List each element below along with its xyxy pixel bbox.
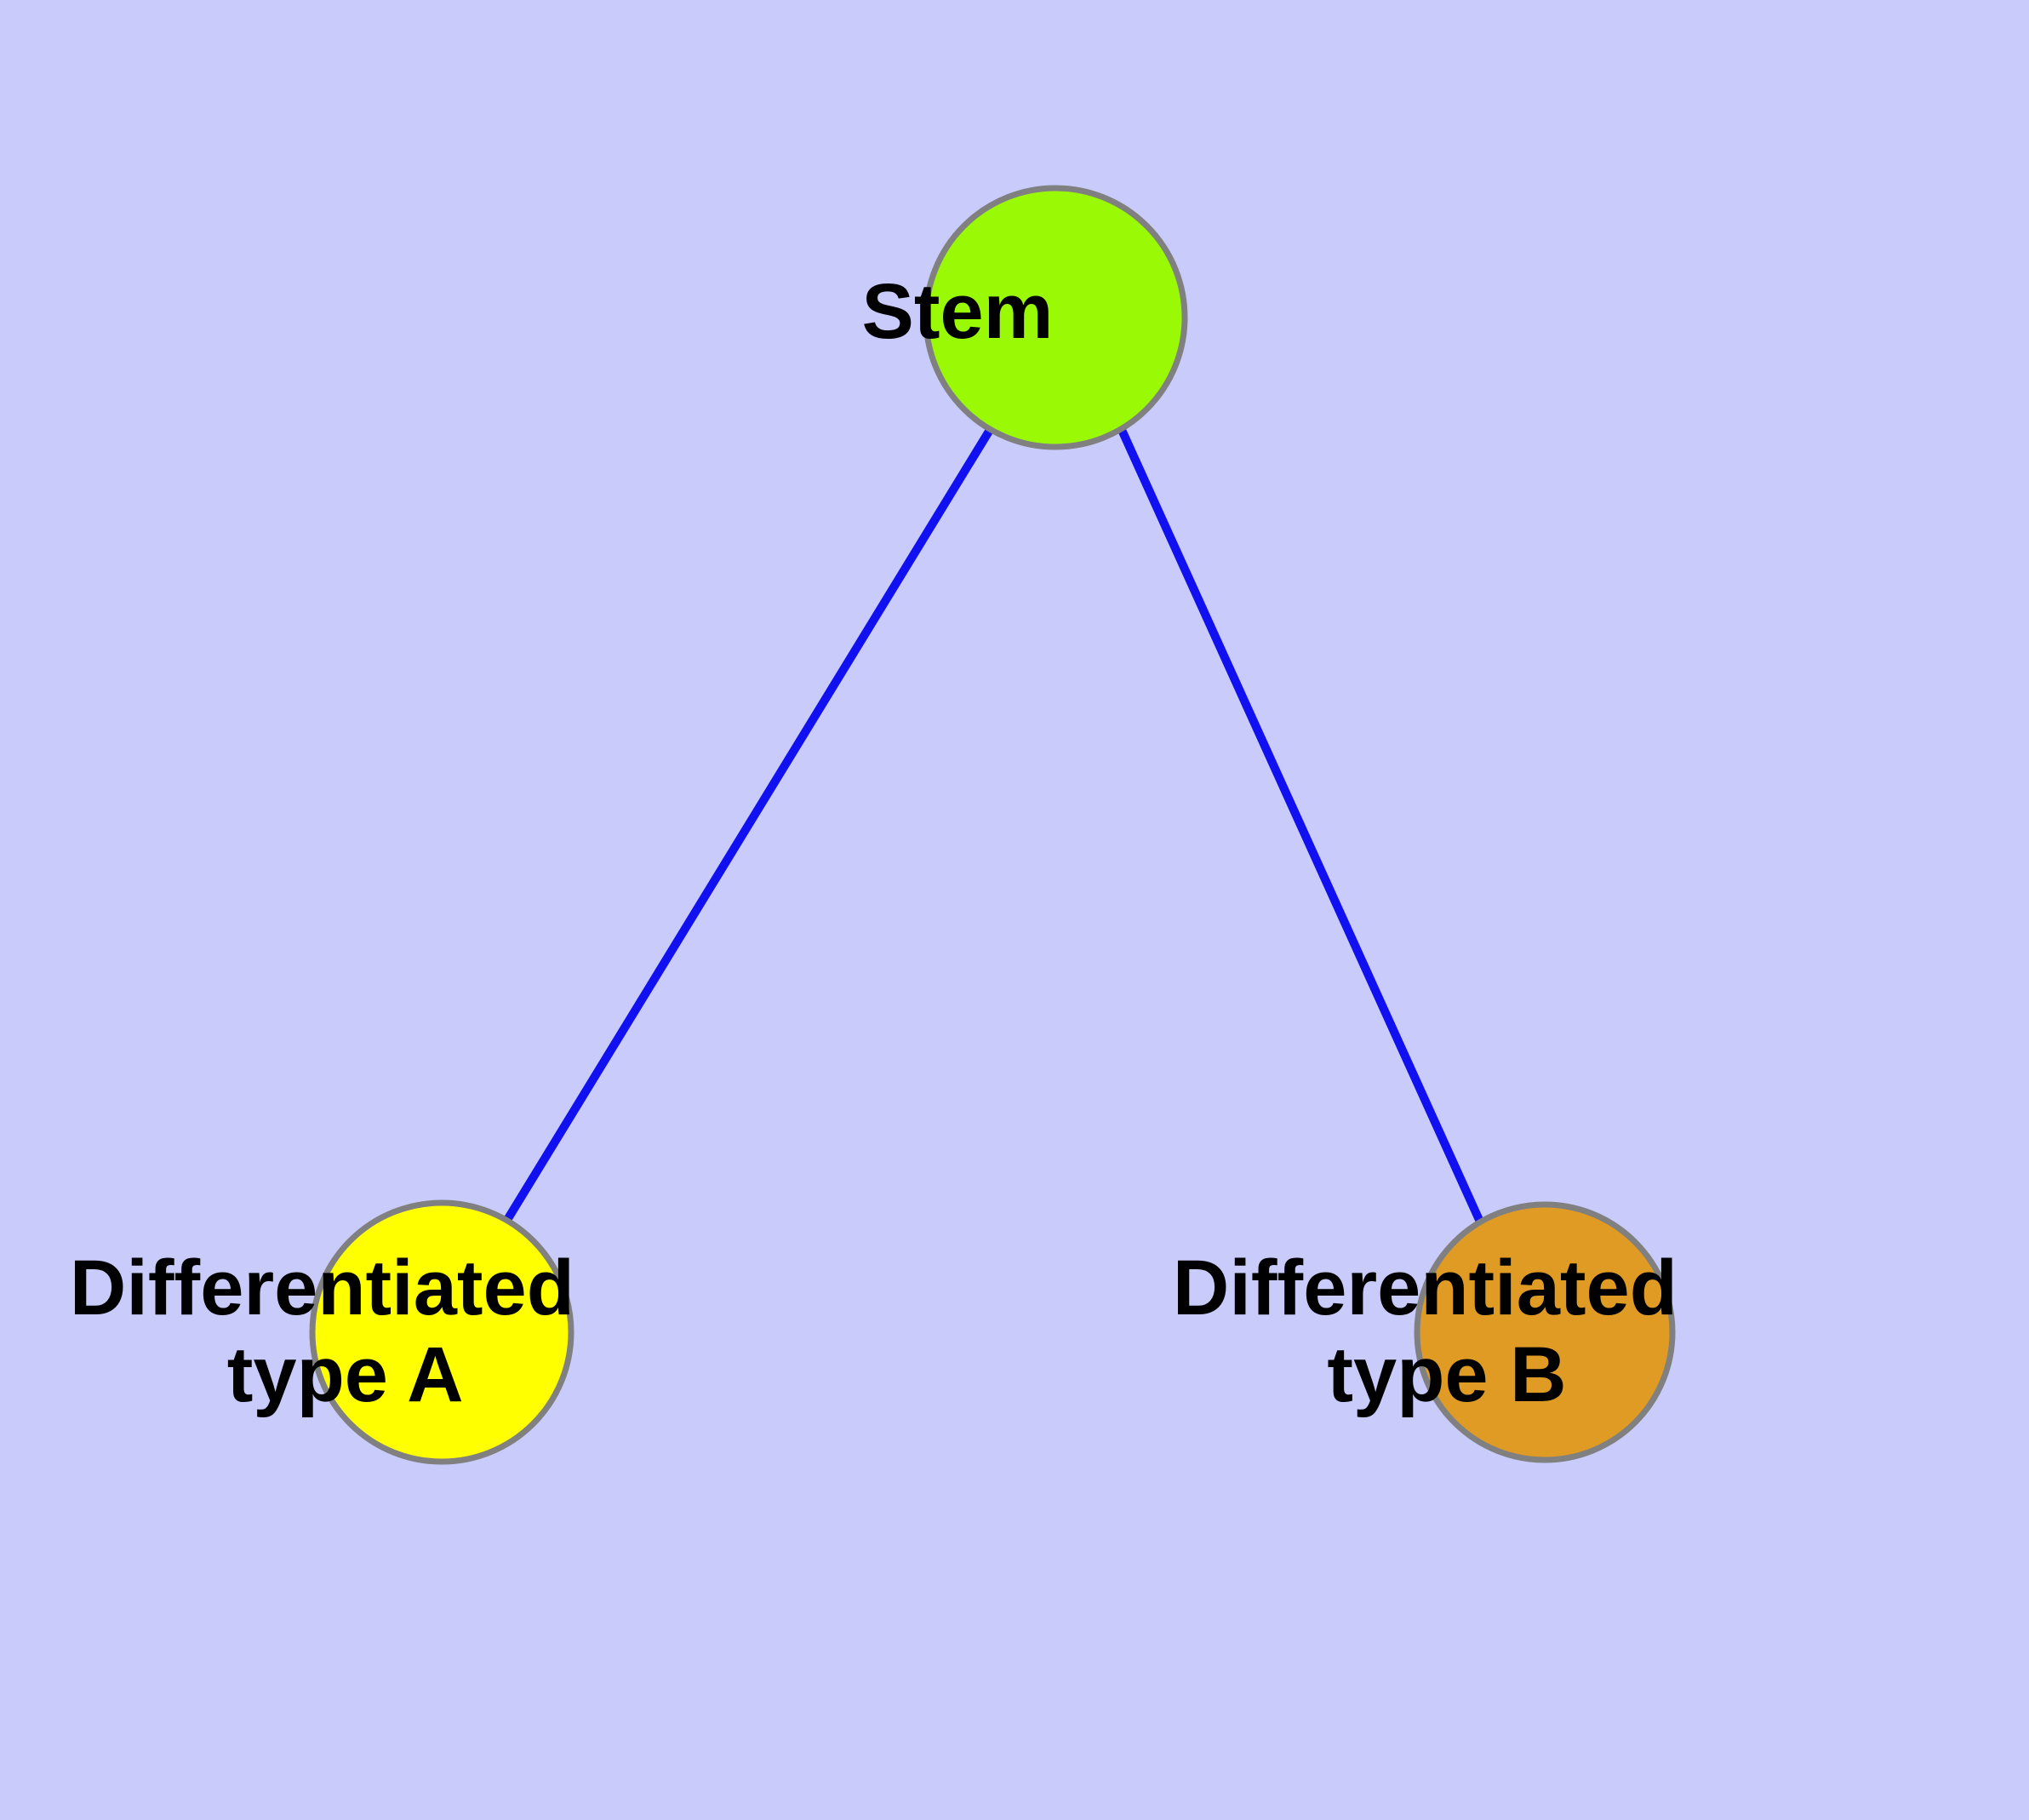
node-differentiated-type-b-label-line-2: type B	[1327, 1331, 1566, 1418]
node-differentiated-type-b-label: Differentiated type B	[1173, 1245, 1917, 1418]
node-differentiated-type-a[interactable]: Differentiated type A	[70, 1199, 814, 1465]
node-differentiated-type-b[interactable]: Differentiated type B	[1173, 1201, 1917, 1463]
node-differentiated-type-a-label: Differentiated type A	[70, 1245, 814, 1418]
edge-stem-to-differentiated-type-b[interactable]	[1117, 427, 1483, 1222]
node-differentiated-type-a-label-line-1: Differentiated	[70, 1245, 574, 1331]
node-stem[interactable]: Stem	[861, 185, 1249, 450]
node-stem-label: Stem	[861, 268, 1249, 355]
edge-layer	[503, 427, 1483, 1222]
node-stem-circle[interactable]	[923, 185, 1188, 450]
node-stem-label-line-1: Stem	[861, 268, 1053, 355]
node-differentiated-type-a-circle[interactable]	[309, 1199, 574, 1465]
node-differentiated-type-b-circle[interactable]	[1414, 1201, 1676, 1463]
node-differentiated-type-b-label-line-1: Differentiated	[1173, 1245, 1677, 1331]
edge-stem-to-differentiated-type-a[interactable]	[503, 427, 994, 1222]
node-differentiated-type-a-label-line-2: type A	[227, 1331, 462, 1418]
node-layer: Stem Differentiated type A Differentiate…	[70, 185, 1917, 1465]
